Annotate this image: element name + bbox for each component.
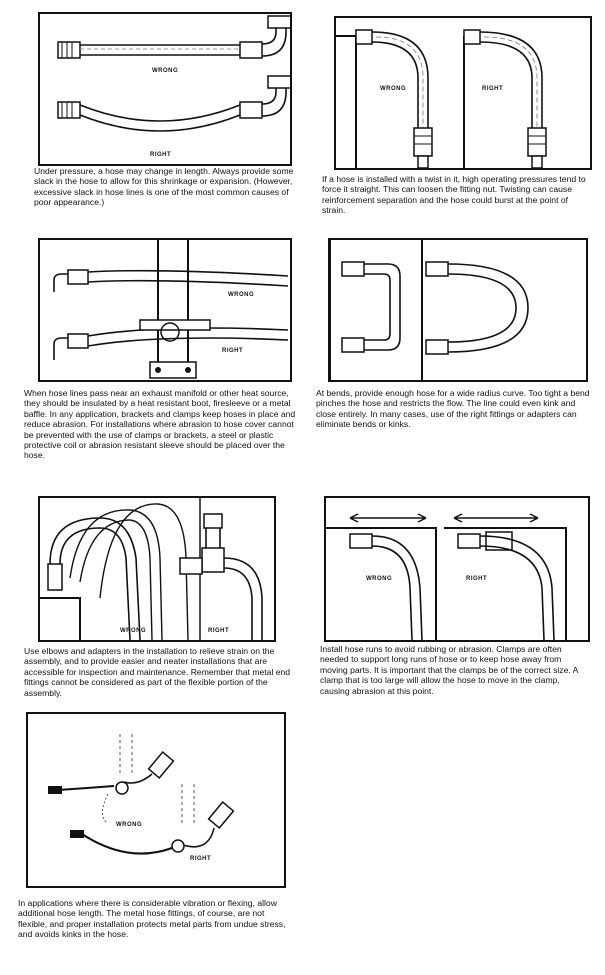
illustration-elbows-adapters: WRONG RIGHT — [38, 496, 276, 642]
illustration-clamps-abrasion: WRONG RIGHT — [324, 496, 590, 642]
caption-clamps-abrasion: Install hose runs to avoid rubbing or ab… — [320, 644, 590, 696]
wrong-label: WRONG — [380, 86, 406, 92]
caption-heat-source: When hose lines pass near an exhaust man… — [24, 388, 302, 461]
caption-bend-radius: At bends, provide enough hose for a wide… — [316, 388, 592, 430]
illustration-hose-twist: WRONG RIGHT — [334, 16, 592, 170]
hose-slack-drawing — [40, 14, 290, 164]
caption-hose-slack: Under pressure, a hose may change in len… — [34, 166, 296, 208]
wrong-label: WRONG — [116, 822, 142, 828]
illustration-hose-slack: WRONG RIGHT — [38, 12, 292, 166]
right-label: RIGHT — [222, 348, 243, 354]
hose-twist-drawing — [336, 18, 590, 168]
caption-elbows-adapters: Use elbows and adapters in the installat… — [24, 646, 294, 698]
vibration-flexing-drawing — [28, 714, 284, 886]
right-label: RIGHT — [466, 576, 487, 582]
wrong-label: WRONG — [152, 68, 178, 74]
right-label: RIGHT — [208, 628, 229, 634]
illustration-vibration-flexing: WRONG RIGHT — [26, 712, 286, 888]
wrong-label: WRONG — [366, 576, 392, 582]
illustration-heat-source: WRONG RIGHT — [38, 238, 292, 382]
elbows-adapters-drawing — [40, 498, 274, 640]
wrong-label: WRONG — [228, 292, 254, 298]
right-label: RIGHT — [150, 152, 171, 158]
heat-source-drawing — [40, 240, 290, 380]
bend-radius-drawing — [330, 240, 586, 380]
illustration-bend-radius — [328, 238, 588, 382]
caption-vibration-flexing: In applications where there is considera… — [18, 898, 290, 940]
wrong-label: WRONG — [120, 628, 146, 634]
clamps-abrasion-drawing — [326, 498, 588, 640]
caption-hose-twist: If a hose is installed with a twist in i… — [322, 174, 592, 216]
right-label: RIGHT — [482, 86, 503, 92]
right-label: RIGHT — [190, 856, 211, 862]
